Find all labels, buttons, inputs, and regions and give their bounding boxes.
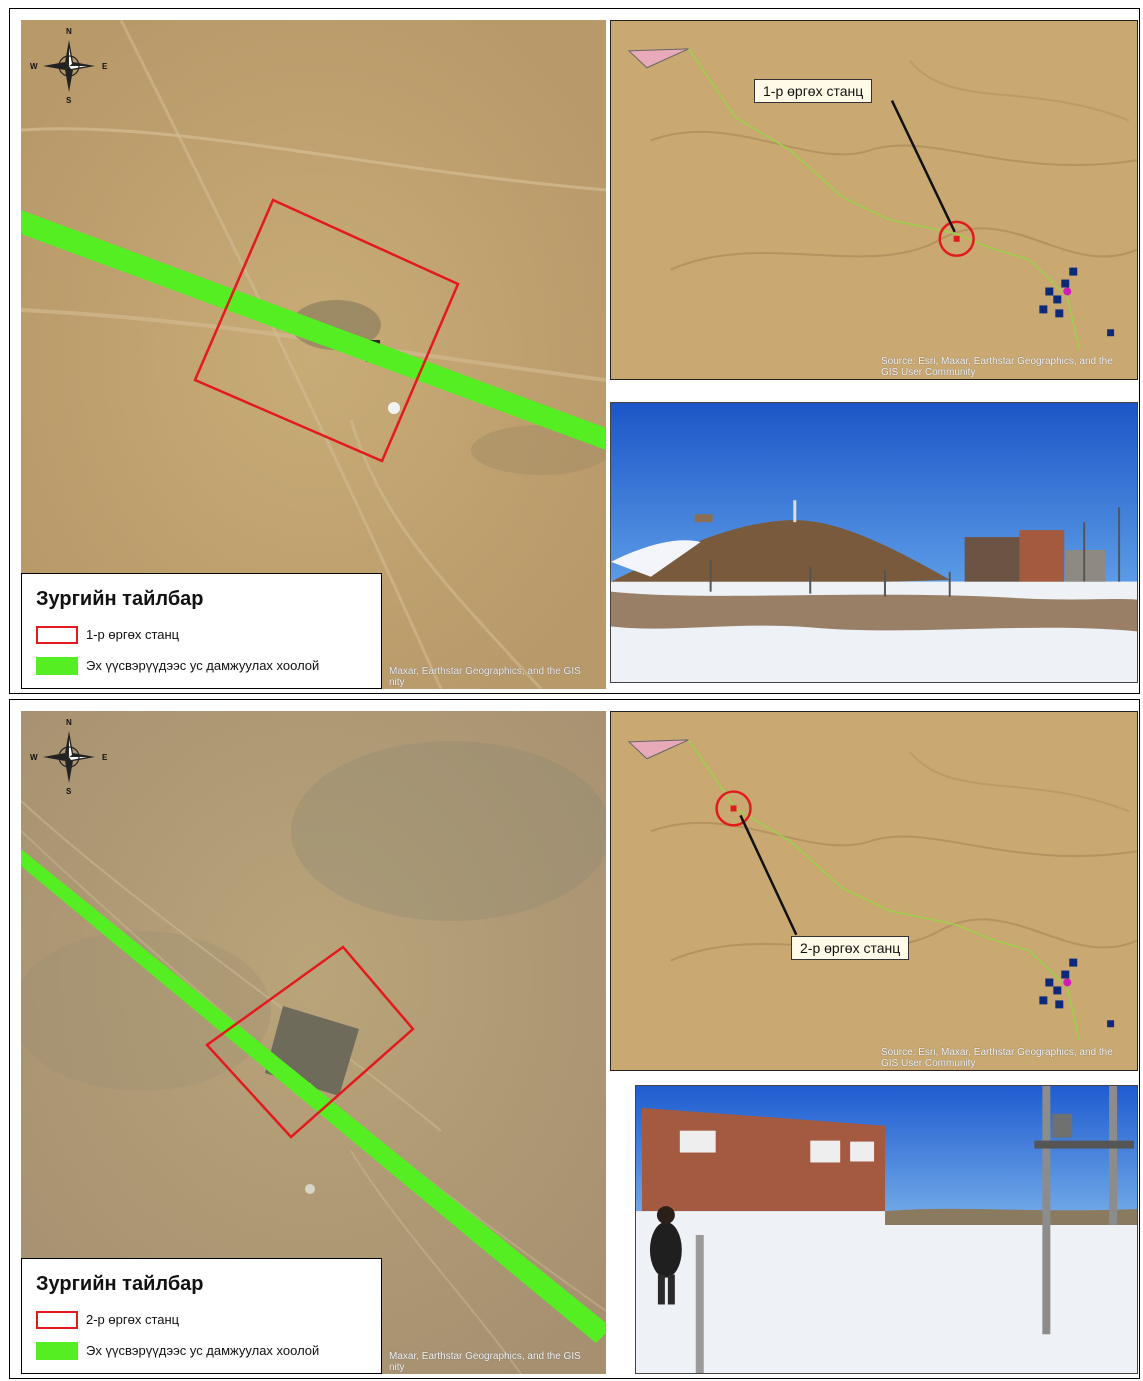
station-swatch-icon (36, 626, 78, 644)
map-legend: Зургийн тайлбар 1-р өргөх станц Эх үүсвэ… (21, 573, 382, 689)
compass-rose-icon: N S E W (30, 27, 107, 105)
compass-n: N (66, 718, 72, 727)
station-box-2 (205, 945, 415, 1139)
overview-callout: 1-р өргөх станц (754, 79, 873, 103)
legend-label-pipeline: Эх үүсвэрүүдээс ус дамжуулах хоолой (86, 1343, 320, 1358)
satellite-map-2[interactable]: N S E W Maxar, Earthstar Geographics, an… (21, 711, 606, 1374)
compass-e: E (102, 753, 108, 762)
pipeline-swatch-icon (36, 657, 78, 675)
overview-credit-2: GIS User Community (881, 367, 976, 378)
pipeline-swatch-icon (36, 1342, 78, 1360)
compass-w: W (30, 62, 38, 71)
compass-n: N (66, 27, 72, 36)
station-photo-1[interactable] (610, 402, 1138, 683)
legend-label-station: 2-р өргөх станц (86, 1312, 180, 1327)
sat-credit-tail: nity (389, 1362, 405, 1373)
legend-title: Зургийн тайлбар (36, 1273, 204, 1295)
station-swatch-icon (36, 1311, 78, 1329)
station-box-1 (193, 198, 460, 463)
panel-station-2: N S E W Maxar, Earthstar Geographics, an… (9, 699, 1140, 1379)
callout-leader (890, 100, 956, 233)
map-legend: Зургийн тайлбар 2-р өргөх станц Эх үүсвэ… (21, 1258, 382, 1374)
overview-map-1[interactable]: 1-р өргөх станц Source: Esri, Maxar, Ear… (610, 20, 1138, 380)
overview-credit-1: Source: Esri, Maxar, Earthstar Geographi… (881, 356, 1113, 367)
sat-credit: Maxar, Earthstar Geographics, and the GI… (389, 666, 581, 677)
satellite-map-1[interactable]: N S E W Maxar, Earthstar Geographics, an… (21, 20, 606, 689)
legend-label-pipeline: Эх үүсвэрүүдээс ус дамжуулах хоолой (86, 658, 320, 673)
legend-label-station: 1-р өргөх станц (86, 627, 180, 642)
compass-e: E (102, 62, 108, 71)
panel-station-1: N S E W Maxar, Earthstar Geographics, an… (9, 8, 1140, 694)
pipeline-line-1 (21, 210, 606, 450)
overview-credit-2: GIS User Community (881, 1058, 976, 1069)
overview-credit-1: Source: Esri, Maxar, Earthstar Geographi… (881, 1047, 1113, 1058)
sat-credit: Maxar, Earthstar Geographics, and the GI… (389, 1351, 581, 1362)
compass-w: W (30, 753, 38, 762)
compass-rose-icon: N S E W (30, 718, 107, 796)
callout-leader (739, 814, 798, 936)
pipeline-line-2 (21, 849, 606, 1343)
legend-title: Зургийн тайлбар (36, 588, 204, 610)
compass-s: S (66, 96, 72, 105)
compass-s: S (66, 787, 72, 796)
sat-credit-tail: nity (389, 677, 405, 688)
station-photo-2[interactable] (635, 1085, 1138, 1374)
overview-map-2[interactable]: 2-р өргөх станц Source: Esri, Maxar, Ear… (610, 711, 1138, 1071)
overview-callout: 2-р өргөх станц (791, 936, 910, 960)
